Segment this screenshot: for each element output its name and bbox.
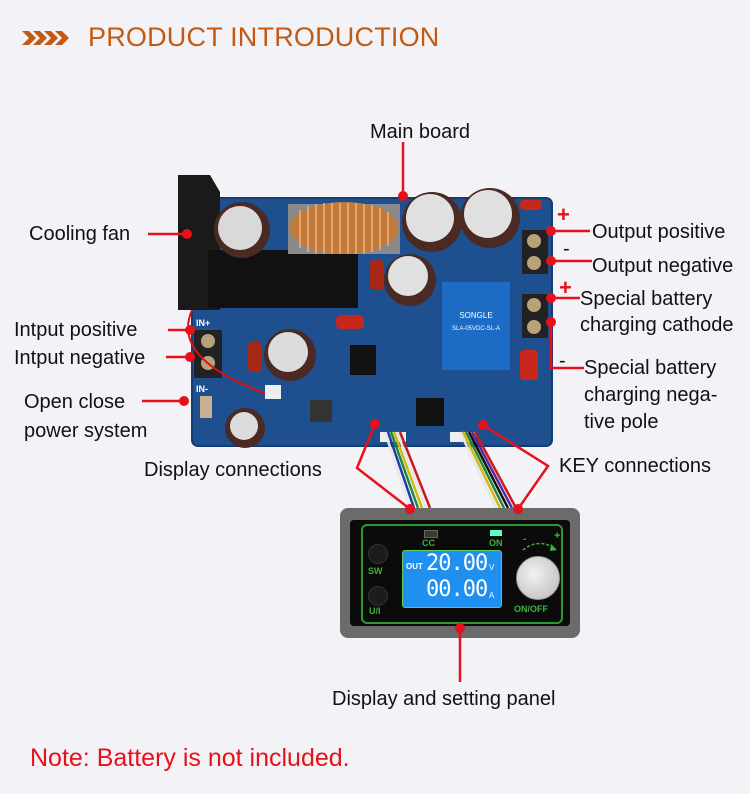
- label-special-battery-cathode: Special battery charging cathode: [580, 286, 733, 338]
- ui-button[interactable]: [368, 586, 388, 606]
- label-display-connections: Display connections: [144, 459, 322, 481]
- battery-minus-sign: -: [559, 350, 566, 372]
- voltage-readout: 20.00: [426, 551, 488, 576]
- label-special-battery-negative-line3: tive pole: [584, 411, 659, 433]
- relay-brand: SONGLE: [459, 311, 492, 320]
- output-plus-sign: +: [557, 202, 570, 227]
- in-minus-label: IN-: [196, 384, 208, 394]
- label-main-board: Main board: [370, 121, 471, 143]
- label-output-positive: Output positive: [592, 221, 726, 243]
- onoff-label: ON/OFF: [514, 604, 548, 614]
- output-minus-sign: -: [563, 238, 570, 260]
- battery-plus-sign: +: [559, 275, 572, 300]
- header-chevrons-icon: [22, 28, 70, 48]
- battery-note: Note: Battery is not included.: [30, 744, 350, 772]
- label-display-panel: Display and setting panel: [332, 688, 556, 710]
- knob-plus-label: +: [554, 530, 561, 542]
- label-special-battery-cathode-line1: Special battery: [580, 288, 713, 310]
- label-special-battery-cathode-line2: charging cathode: [580, 314, 734, 336]
- main-board-image: SONGLE SLA-05VDC-SL-A IN+ IN-: [170, 170, 560, 450]
- label-special-battery-negative-line1: Special battery: [584, 357, 717, 379]
- ui-label: U/I: [369, 606, 381, 616]
- label-open-close-line2: power system: [24, 420, 148, 442]
- current-readout: 00.00: [426, 577, 488, 602]
- label-special-battery-negative: Special battery charging nega- tive pole: [584, 355, 717, 436]
- label-cooling-fan: Cooling fan: [29, 223, 131, 245]
- label-output-negative: Output negative: [592, 255, 734, 277]
- label-input-positive: Intput positive: [14, 319, 138, 341]
- label-open-close-line1: Open close: [24, 391, 126, 413]
- page-title: PRODUCT INTRODUCTION: [88, 22, 440, 52]
- cc-indicator-light: [424, 530, 438, 538]
- display-panel-device: CC ON SW U/I OUT 20.00 V 00.00 A - + ON/…: [340, 508, 580, 638]
- label-open-close-power: Open close power system: [24, 388, 147, 446]
- sw-label: SW: [368, 566, 383, 576]
- on-label: ON: [489, 538, 503, 548]
- label-special-battery-negative-line2: charging nega-: [584, 384, 718, 406]
- knob-minus-label: -: [523, 534, 527, 545]
- cc-label: CC: [422, 538, 435, 548]
- label-key-connections: KEY connections: [559, 455, 711, 477]
- relay-model: SLA-05VDC-SL-A: [452, 326, 500, 332]
- in-plus-label: IN+: [196, 318, 210, 328]
- sw-button[interactable]: [368, 544, 388, 564]
- knob-direction-arrow-icon: [522, 542, 557, 551]
- out-label: OUT: [406, 562, 423, 571]
- label-input-negative: Intput negative: [14, 347, 146, 369]
- rotary-encoder-knob[interactable]: [516, 556, 560, 600]
- current-unit: A: [489, 591, 495, 600]
- lcd-screen: OUT 20.00 V 00.00 A: [402, 550, 502, 608]
- voltage-unit: V: [489, 563, 495, 572]
- on-indicator-light: [490, 530, 502, 536]
